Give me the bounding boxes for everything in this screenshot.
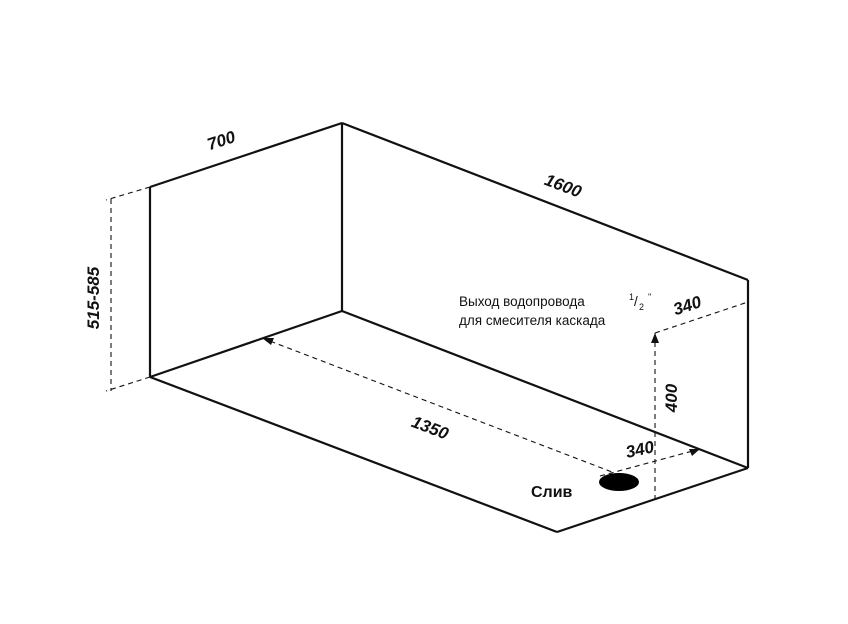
top-left-edge [149,121,343,189]
drain-offset-label: 340 [624,437,656,462]
drain-hole-icon [599,473,639,491]
height-range-label: 515-585 [84,266,103,329]
height-extension-top [105,186,151,201]
inner-length-label: 1350 [409,412,452,443]
bottom-left-edge [149,309,343,379]
bottom-back-edge [341,309,749,470]
length-top-label: 1600 [542,170,585,201]
width-top-label: 700 [205,127,238,154]
outlet-inch-mark: '' [648,292,652,302]
outlet-height-label: 400 [662,383,681,413]
top-back-edge [341,121,749,282]
height-extension-bottom [105,376,151,392]
outlet-fraction-denominator: 2 [639,302,644,312]
inner-length-dimension-line [261,337,613,473]
outlet-offset-dimension-line [654,301,749,334]
bottom-right-edge [556,466,749,534]
bottom-front-edge [149,375,558,534]
outlet-height-arrow-head [651,333,659,343]
outlet-fraction-slash: / [634,294,638,309]
outlet-note-line2: для смесителя каскада [459,313,606,328]
drain-label: Слив [531,484,573,501]
outlet-note-text: Выход водопровода [459,294,585,309]
outlet-offset-label: 340 [671,292,704,319]
outlet-note-line1: Выход водопровода [459,294,585,309]
inner-length-arrow-head [262,338,274,345]
outlet-fraction-numerator: 1 [629,292,634,302]
drain-offset-arrow-head [689,449,700,456]
